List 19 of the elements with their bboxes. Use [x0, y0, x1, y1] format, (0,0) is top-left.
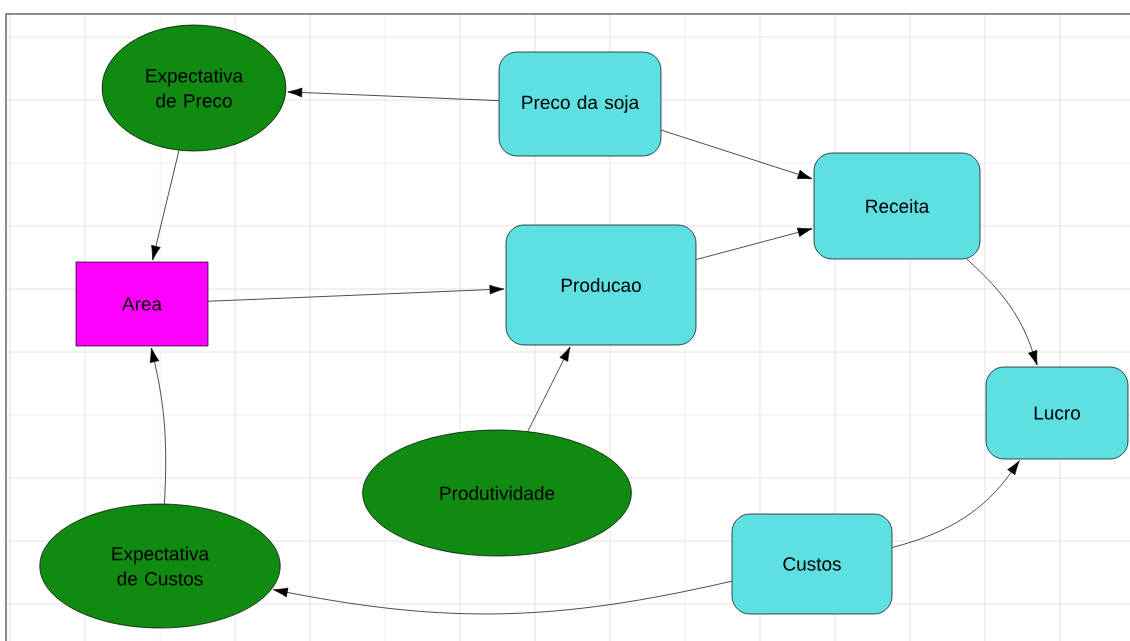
arrow — [527, 346, 571, 432]
rounded-box: Custos — [731, 513, 893, 615]
rounded-box: Producao — [505, 224, 697, 346]
arrow — [966, 259, 1038, 366]
arrow — [696, 227, 813, 260]
ellipse-node: Expectativa de Preco — [101, 24, 287, 152]
arrow — [892, 460, 1020, 548]
rounded-box: Receita — [813, 152, 981, 260]
arrow — [287, 87, 499, 101]
rounded-box: Preco da soja — [498, 51, 662, 157]
arrow — [273, 580, 732, 615]
arrow — [151, 150, 180, 261]
arrow — [661, 129, 813, 180]
rectangle-box: Area — [75, 261, 209, 347]
rounded-box: Lucro — [985, 366, 1129, 460]
ellipse-node: Produtividade — [362, 429, 632, 557]
arrow — [208, 284, 505, 302]
ellipse-node: Expectativa de Custos — [39, 503, 281, 629]
arrow — [149, 347, 167, 505]
